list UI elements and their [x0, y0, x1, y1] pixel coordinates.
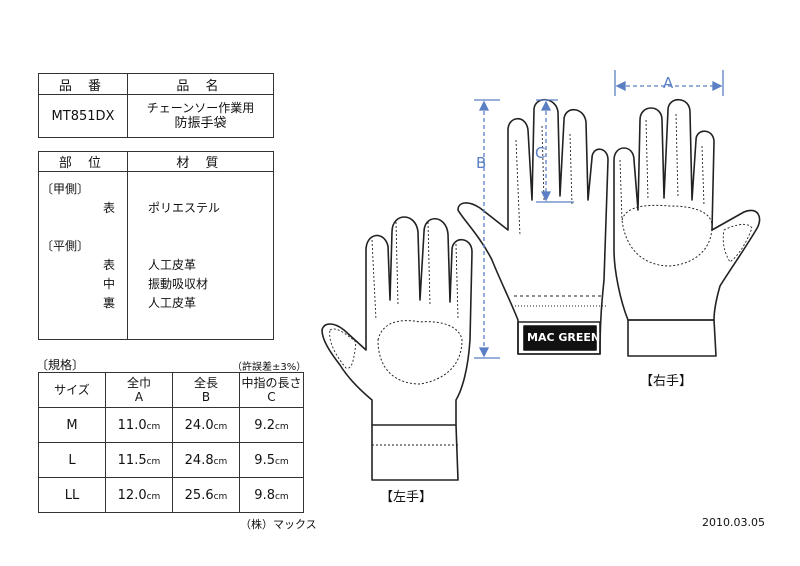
table-row: M 11.0cm 24.0cm 9.2cm — [38, 407, 304, 443]
product-table: 品 番 品 名 MT851DX チェーンソー作業用 防振手袋 — [38, 73, 274, 138]
brand-patch-text: MAC GREEN — [527, 331, 601, 344]
left-hand-label: 【左手】 — [380, 490, 433, 505]
material-table: 部 位 材 質 〔甲側〕 表 〔平側〕 表 中 裏 ポリエステル 人工皮革 振動… — [38, 151, 274, 340]
product-name-line1: チェーンソー作業用 — [146, 101, 255, 115]
material-column: ポリエステル 人工皮革 振動吸収材 人工皮革 — [127, 171, 274, 340]
palm-part-outer: 表 — [103, 258, 116, 272]
finger-cell: 9.5cm — [239, 442, 304, 478]
back-material: ポリエステル — [148, 201, 221, 215]
product-name: チェーンソー作業用 防振手袋 — [127, 94, 274, 138]
left-glove — [321, 216, 473, 481]
size-cell: M — [38, 407, 106, 443]
dimension-lines — [474, 70, 724, 359]
palm-part-inner: 裏 — [103, 296, 116, 310]
product-code: MT851DX — [38, 94, 128, 138]
document-date: 2010.03.05 — [702, 516, 765, 529]
back-section-label: 〔甲側〕 — [41, 182, 90, 196]
dimension-label-a: A — [663, 74, 674, 92]
tolerance-note: （許誤差±3%） — [232, 362, 307, 373]
table-row: L 11.5cm 24.8cm 9.5cm — [38, 442, 304, 478]
back-part: 表 — [103, 201, 116, 215]
right-glove — [613, 98, 761, 357]
part-column: 〔甲側〕 表 〔平側〕 表 中 裏 — [38, 171, 128, 340]
width-cell: 11.0cm — [105, 407, 173, 443]
length-cell: 24.0cm — [172, 407, 240, 443]
dimension-label-b: B — [476, 154, 487, 172]
palm-material-middle: 振動吸収材 — [148, 277, 209, 291]
finger-cell: 9.8cm — [239, 477, 304, 513]
length-cell: 24.8cm — [172, 442, 240, 478]
back-glove — [457, 98, 609, 355]
header-part: 部 位 — [38, 151, 128, 172]
palm-material-outer: 人工皮革 — [148, 258, 197, 272]
width-cell: 11.5cm — [105, 442, 173, 478]
product-name-line2: 防振手袋 — [174, 116, 227, 131]
table-row: LL 12.0cm 25.6cm 9.8cm — [38, 477, 304, 513]
dimension-label-c: C — [535, 144, 546, 162]
palm-section-label: 〔平側〕 — [41, 239, 90, 253]
palm-part-middle: 中 — [103, 277, 116, 291]
length-cell: 25.6cm — [172, 477, 240, 513]
right-hand-label: 【右手】 — [640, 374, 693, 389]
palm-material-inner: 人工皮革 — [148, 296, 197, 310]
size-table-title: 〔規格〕 — [36, 358, 85, 372]
company-name: （株）マックス — [240, 518, 317, 531]
